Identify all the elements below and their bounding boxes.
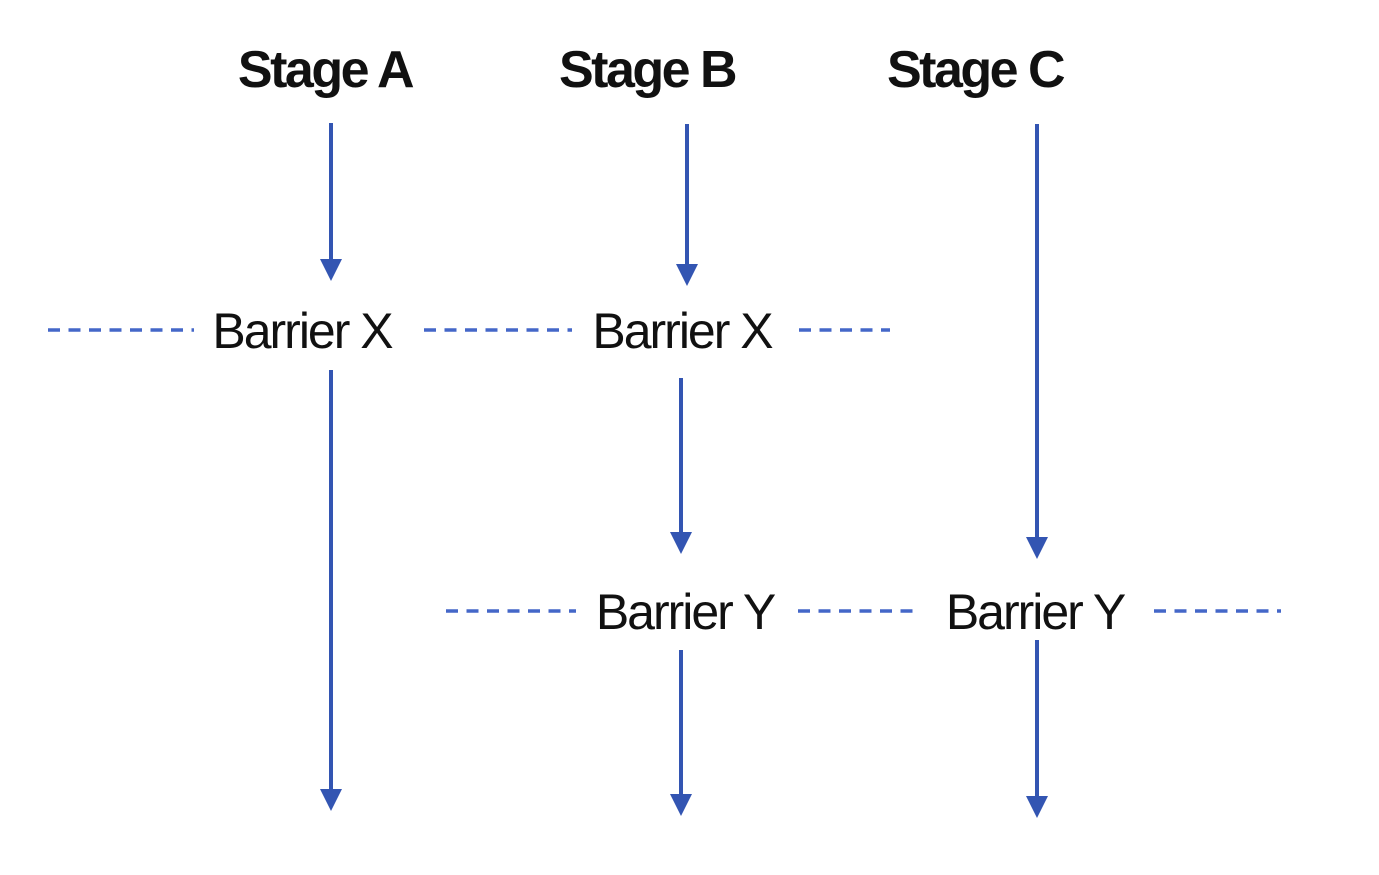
stage-b-title: Stage B [558,41,738,99]
stage-c-arrowhead-1 [1026,537,1048,559]
stage-a-title: Stage A [237,41,415,99]
stage-c-title: Stage C [886,41,1066,99]
stage-b-arrowhead-2 [670,532,692,554]
barrier-y-label-2: Barrier Y [945,584,1126,640]
barrier-x-label-1: Barrier X [212,303,393,359]
stage-c-arrowhead-2 [1026,796,1048,818]
stage-a-arrowhead-2 [320,789,342,811]
barrier-y-label-1: Barrier Y [595,584,776,640]
barrier-x-label-2: Barrier X [592,303,773,359]
stage-b-arrowhead-3 [670,794,692,816]
stage-a-arrowhead-1 [320,259,342,281]
stage-b-arrowhead-1 [676,264,698,286]
